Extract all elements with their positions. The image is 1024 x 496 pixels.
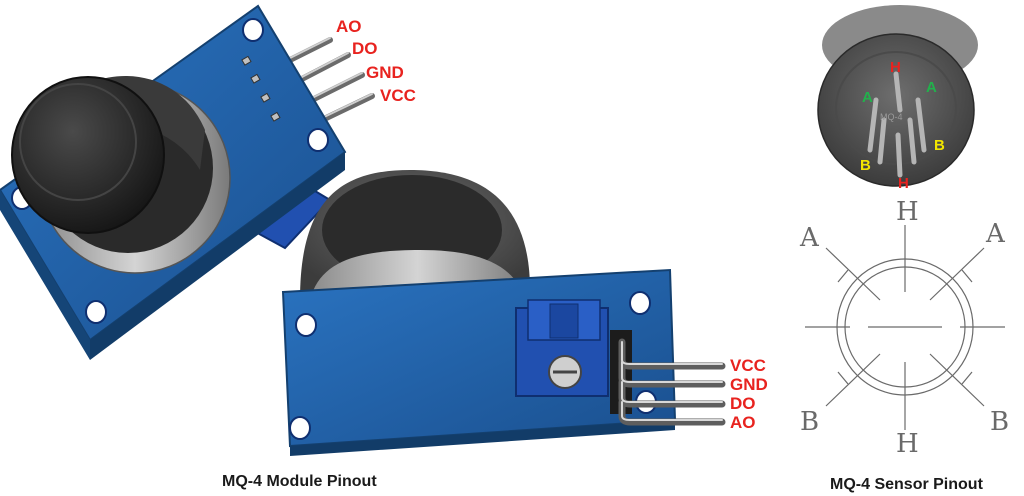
sensor-photo-label-b-right: B bbox=[934, 137, 945, 154]
sensor-photo-label-h-bottom: H bbox=[898, 175, 909, 192]
module-bottom-mount-hole bbox=[629, 291, 651, 315]
module-bottom-pin-label-ao: AO bbox=[730, 413, 756, 432]
sensor-photo-engraving: MQ-4 bbox=[880, 112, 903, 122]
module-bottom-pin-label-do: DO bbox=[730, 394, 756, 413]
sensor-sketch-label-b-left: B bbox=[800, 407, 819, 437]
module-top-mount-hole bbox=[242, 18, 264, 42]
module-top-pin-labels: AO DO GND VCC bbox=[336, 17, 416, 105]
sensor-sketch-label-a-left: A bbox=[799, 223, 820, 253]
module-bottom-mount-hole bbox=[289, 416, 311, 440]
sensor-sketch-label-h-top: H bbox=[896, 197, 919, 227]
module-bottom-mount-hole bbox=[295, 313, 317, 337]
module-top: AO DO GND VCC bbox=[0, 4, 416, 360]
module-top-pin-label-do: DO bbox=[352, 39, 378, 58]
module-top-pin-label-vcc: VCC bbox=[380, 86, 416, 105]
caption-module-pinout: MQ-4 Module Pinout bbox=[222, 473, 377, 490]
module-bottom-pin-label-vcc: VCC bbox=[730, 356, 766, 375]
module-top-pin-label-gnd: GND bbox=[366, 63, 404, 82]
caption-sensor-pinout: MQ-4 Sensor Pinout bbox=[830, 476, 984, 493]
module-top-mount-hole bbox=[85, 300, 107, 324]
sensor-photo-label-a-right: A bbox=[926, 79, 937, 96]
module-top-header-pins bbox=[287, 37, 375, 123]
module-bottom-pin-label-gnd: GND bbox=[730, 375, 768, 394]
module-bottom-header-pins bbox=[618, 338, 726, 426]
module-top-mount-hole bbox=[307, 128, 329, 152]
module-bottom: VCC GND DO AO bbox=[281, 170, 768, 456]
module-top-pin-label-ao: AO bbox=[336, 17, 362, 36]
sensor-sketch-label-a-right: A bbox=[985, 219, 1006, 249]
sensor-sketch-label-b-right: B bbox=[990, 407, 1009, 437]
sensor-photo-label-a-left: A bbox=[862, 89, 873, 106]
sensor-photo: MQ-4 H A A B B H bbox=[817, 5, 978, 192]
module-bottom-pin-labels: VCC GND DO AO bbox=[730, 356, 768, 432]
sensor-photo-label-b-left: B bbox=[860, 157, 871, 174]
module-bottom-potentiometer bbox=[515, 299, 609, 397]
module-top-sensor-cap bbox=[11, 76, 165, 234]
sensor-photo-body bbox=[817, 33, 975, 187]
sensor-photo-label-h-top: H bbox=[890, 59, 901, 76]
sensor-sketch bbox=[805, 225, 1005, 430]
sensor-sketch-label-h-bottom: H bbox=[896, 429, 919, 459]
sensor-sketch-labels: H A A B B H bbox=[799, 197, 1009, 459]
